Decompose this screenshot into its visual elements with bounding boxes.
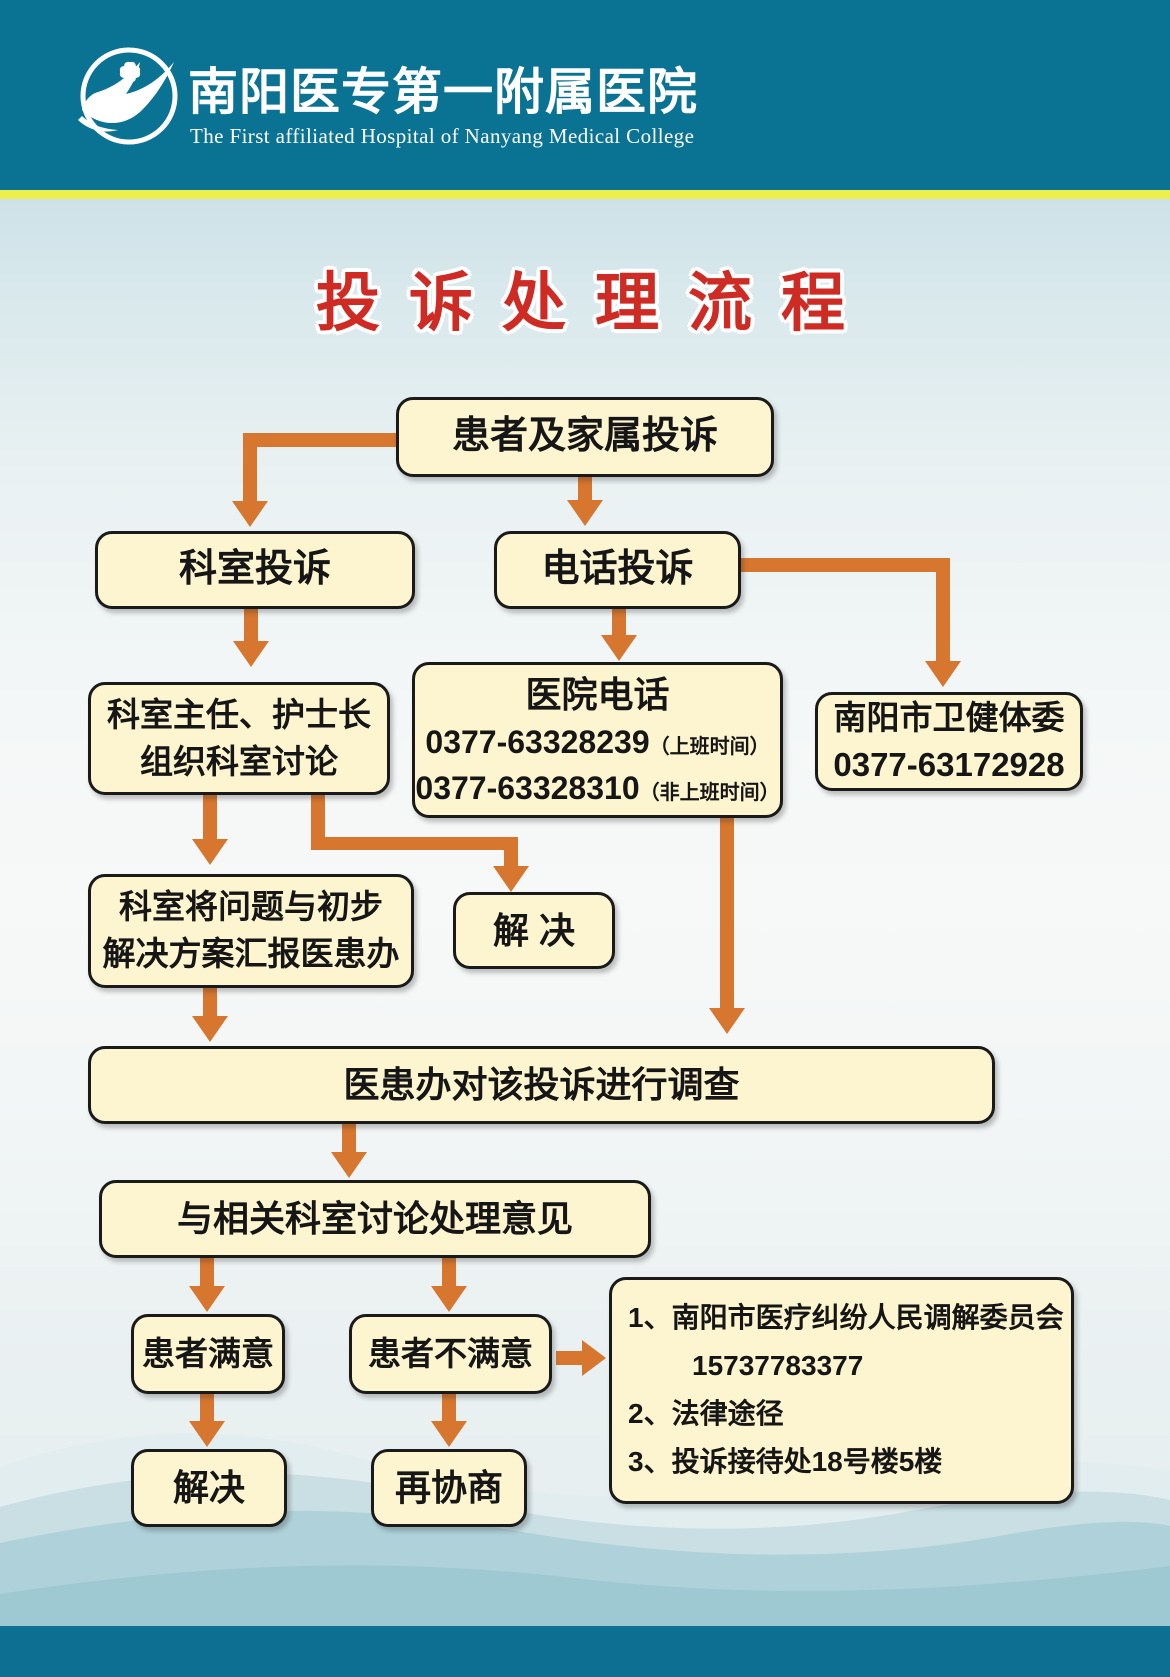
phone-number: 0377-63328310: [415, 769, 640, 806]
arrow-patient-to-dept-h: [243, 433, 396, 447]
arrowhead: [232, 501, 268, 527]
arrow-investigate-to-discuss: [342, 1124, 356, 1154]
phone-number: 0377-63328239: [425, 724, 650, 761]
arrowhead: [233, 641, 269, 667]
flow-box-resolve-mid: 解 决: [453, 892, 615, 969]
flow-box-dept-complaint: 科室投诉: [95, 531, 415, 609]
escalation-item-1: 1、南阳市医疗纠纷人民调解委员会: [628, 1301, 1064, 1334]
flow-box-label: 解 决: [492, 909, 575, 951]
escalation-item-1-phone: 15737783377: [692, 1349, 864, 1381]
flow-box-discuss: 与相关科室讨论处理意见: [99, 1180, 651, 1258]
escalation-item-3: 3、投诉接待处18号楼5楼: [628, 1447, 942, 1478]
arrowhead: [601, 635, 637, 661]
flow-box-label: 科室投诉: [178, 548, 331, 591]
arrowhead: [567, 500, 603, 526]
flow-box-label: 医患办对该投诉进行调查: [343, 1064, 740, 1106]
arrow-patient-to-phone: [578, 476, 592, 502]
flow-box-dept-discussion: 科室主任、护士长 组织科室讨论: [88, 682, 390, 795]
hospital-name-cn: 南阳医专第一附属医院: [188, 64, 698, 120]
arrow-discussion-to-resolve-v2: [504, 850, 518, 868]
flow-box-patient-family: 患者及家属投诉: [396, 397, 774, 477]
item-number: 3、: [628, 1446, 672, 1478]
arrow-phone-to-commission-v: [936, 558, 950, 663]
flow-box-label: 患者满意: [142, 1334, 274, 1372]
item-text: 投诉接待处18号楼5楼: [671, 1446, 943, 1478]
arrow-phone-to-commission-h: [741, 558, 950, 572]
flow-box-label: 患者不满意: [368, 1334, 533, 1372]
flow-box-label: 解决: [172, 1467, 245, 1509]
arrow-dept-to-discussion: [244, 609, 258, 643]
flow-box-label: 科室主任、护士长: [107, 695, 371, 733]
arrowhead: [192, 839, 228, 865]
hospital-logo-icon: [78, 47, 178, 145]
arrow-patient-to-dept-v: [243, 433, 257, 503]
escalation-item-2: 2、法律途径: [628, 1398, 784, 1430]
arrow-discuss-to-satisfied: [200, 1258, 214, 1288]
flow-box-label: 再协商: [394, 1467, 503, 1509]
arrow-unsatisfied-to-escalation: [556, 1351, 584, 1365]
page-title: 投诉处理流程: [316, 267, 874, 339]
arrow-satisfied-to-resolved: [200, 1394, 214, 1423]
hospital-phone-2: 0377-63328310（非上班时间）: [415, 766, 779, 811]
arrow-report-to-investigate: [203, 988, 217, 1018]
arrow-discuss-to-unsatisfied: [442, 1258, 456, 1288]
flow-box-report: 科室将问题与初步 解决方案汇报医患办: [88, 874, 414, 988]
bird-swoosh-icon: [78, 62, 174, 132]
arrowhead: [925, 661, 961, 687]
flow-box-label: 解决方案汇报医患办: [102, 935, 400, 972]
flow-box-escalation-options: 1、南阳市医疗纠纷人民调解委员会 15737783377 2、法律途径 3、投诉…: [609, 1277, 1074, 1504]
flow-box-investigate: 医患办对该投诉进行调查: [88, 1046, 995, 1124]
flow-box-label: 患者及家属投诉: [451, 415, 718, 458]
arrowhead: [189, 1286, 225, 1312]
phone-number: 0377-63172928: [833, 745, 1065, 783]
flow-box-label: 电话投诉: [541, 548, 694, 591]
arrowhead: [493, 866, 529, 892]
yellow-divider: [0, 190, 1170, 199]
arrow-discussion-to-resolve-v1: [311, 795, 325, 850]
hospital-phone-1: 0377-63328239（上班时间）: [425, 720, 769, 765]
arrowhead: [331, 1152, 367, 1178]
footer-band: [0, 1626, 1170, 1677]
item-text: 法律途径: [671, 1398, 784, 1430]
hospital-name-en: The First affiliated Hospital of Nanyang…: [190, 124, 695, 148]
flow-box-unsatisfied: 患者不满意: [349, 1314, 552, 1394]
arrow-discussion-to-report: [203, 795, 217, 841]
arrow-discussion-to-resolve-h: [311, 837, 518, 850]
phone-note: （上班时间）: [649, 736, 770, 759]
flow-box-satisfied: 患者满意: [131, 1314, 285, 1394]
hospital-phone-title: 医院电话: [525, 674, 670, 715]
wave-decoration: [0, 1433, 1170, 1677]
flow-box-label: 科室将问题与初步: [119, 888, 383, 926]
arrowhead: [709, 1008, 745, 1034]
flow-box-health-commission: 南阳市卫健体委 0377-63172928: [815, 692, 1083, 791]
header-band: 南阳医专第一附属医院 The First affiliated Hospital…: [0, 0, 1170, 190]
item-number: 1、: [628, 1301, 672, 1333]
flow-box-resolve-final: 解决: [131, 1449, 287, 1527]
arrow-unsatisfied-to-renegotiate: [442, 1394, 456, 1423]
phone-note: （非上班时间）: [639, 781, 780, 804]
arrowhead: [189, 1421, 225, 1447]
flow-box-label: 南阳市卫健体委: [833, 698, 1065, 736]
flow-box-renegotiate: 再协商: [371, 1449, 527, 1527]
flow-box-hospital-phone: 医院电话 0377-63328239（上班时间） 0377-63328310（非…: [412, 662, 783, 818]
flow-box-label: 组织科室讨论: [140, 742, 338, 780]
flow-box-label: 与相关科室讨论处理意见: [176, 1198, 573, 1240]
arrow-hospitalphone-to-investigate: [720, 818, 734, 1010]
arrowhead: [431, 1286, 467, 1312]
arrowhead: [582, 1340, 606, 1376]
flow-box-phone-complaint: 电话投诉: [494, 531, 741, 609]
item-text: 南阳市医疗纠纷人民调解委员会: [671, 1301, 1064, 1333]
arrowhead: [431, 1421, 467, 1447]
arrow-phone-to-hospitalphone: [612, 609, 626, 637]
item-number: 2、: [628, 1398, 672, 1430]
arrowhead: [192, 1016, 228, 1042]
